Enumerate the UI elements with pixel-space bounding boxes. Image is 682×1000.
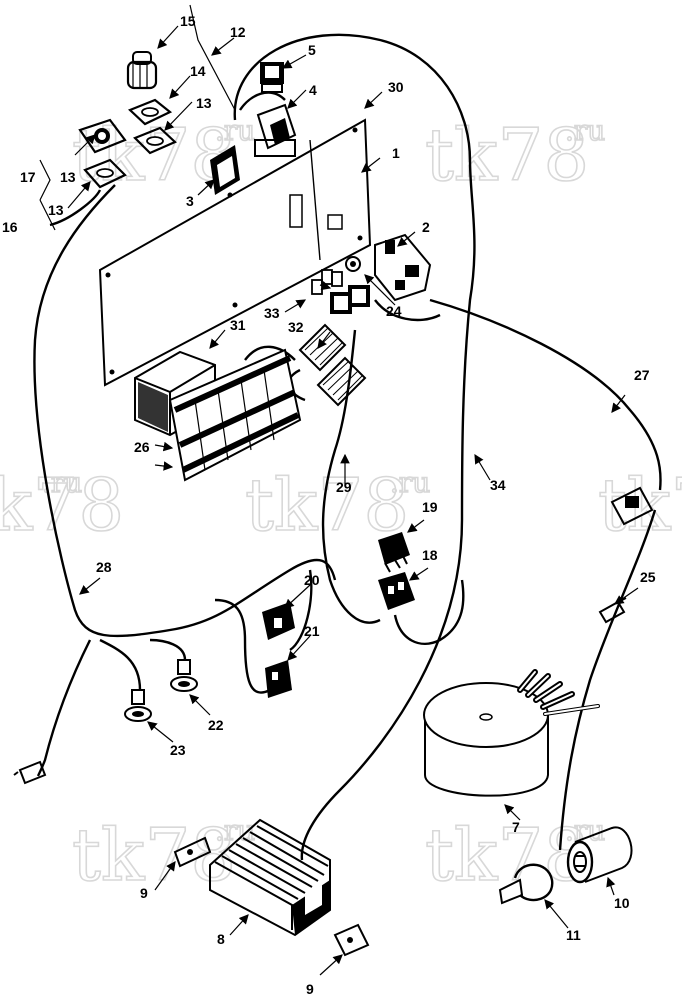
label-13-left: 13 <box>60 169 76 185</box>
toroidal-transformer-7 <box>423 669 600 797</box>
capacitor-bank-26 <box>168 348 302 482</box>
wire-2-loop <box>374 299 441 322</box>
label-30: 30 <box>388 79 404 95</box>
relay-block <box>330 285 370 314</box>
connector-27 <box>610 486 654 526</box>
capacitor-clamp-11 <box>498 863 554 905</box>
label-25: 25 <box>640 569 656 585</box>
wire-30 <box>233 33 476 861</box>
label-13-top: 13 <box>196 95 212 111</box>
watermark-text: tk78 <box>72 813 236 897</box>
wire-29 <box>321 329 381 624</box>
label-1: 1 <box>392 145 400 161</box>
switch-5 <box>260 62 284 93</box>
rocker-switch-3 <box>210 145 240 195</box>
gasket-13 <box>133 126 177 155</box>
label-12: 12 <box>230 24 246 40</box>
leader-lines <box>67 25 639 976</box>
socket-21 <box>265 660 292 698</box>
capacitor-10 <box>566 826 633 884</box>
label-8: 8 <box>217 931 225 947</box>
watermark-text: tk78 <box>245 463 409 547</box>
wires <box>33 33 662 861</box>
knob-15 <box>126 51 158 90</box>
plug-terminal <box>13 760 47 785</box>
label-27: 27 <box>634 367 650 383</box>
watermark-suffix: .ru <box>565 114 605 147</box>
wire-to-23 <box>99 638 142 691</box>
watermark-group: tk78 .ru tk78 .ru tk78 .ru tk78 .ru tk78… <box>0 112 682 898</box>
wire-21-return <box>289 569 313 651</box>
label-4: 4 <box>309 82 317 98</box>
label-23: 23 <box>170 742 186 758</box>
label-17: 17 <box>20 169 36 185</box>
relay-socket-18 <box>378 572 415 610</box>
cable-gland-22 <box>170 659 198 692</box>
transformer-block-31 <box>134 350 216 437</box>
label-16: 16 <box>2 219 18 235</box>
wire-20-21 <box>214 598 271 694</box>
label-20: 20 <box>304 572 320 588</box>
label-31: 31 <box>230 317 246 333</box>
label-10: 10 <box>614 895 630 911</box>
fuse-holder-24 <box>345 256 361 272</box>
label-32: 32 <box>288 319 304 335</box>
wire-left-down <box>36 639 92 777</box>
label-21: 21 <box>304 623 320 639</box>
label-22: 22 <box>208 717 224 733</box>
switch-housing-4 <box>254 103 297 157</box>
label-5: 5 <box>308 42 316 58</box>
wire-28 <box>33 184 337 638</box>
label-19: 19 <box>422 499 438 515</box>
relay-19 <box>378 532 410 573</box>
label-7: 7 <box>512 819 520 835</box>
label-33: 33 <box>264 305 280 321</box>
wire-18 <box>393 579 465 645</box>
wire-27 <box>429 298 662 491</box>
label-9-bottom: 9 <box>306 981 314 997</box>
label-11: 11 <box>566 927 581 943</box>
label-26: 26 <box>134 439 150 455</box>
watermark-suffix: .ru <box>390 466 430 499</box>
relay-20 <box>262 602 295 640</box>
heatsink-8 <box>209 818 331 937</box>
label-2: 2 <box>422 219 430 235</box>
wire-to-10 <box>558 509 657 851</box>
breaker-2 <box>374 233 432 302</box>
bracket-9-bottom <box>333 923 370 957</box>
label-13-bottom: 13 <box>48 202 64 218</box>
connector-17 <box>78 118 127 189</box>
wire-battery <box>244 345 296 361</box>
part-labels: 1 2 3 4 5 7 8 9 9 10 11 12 13 13 13 14 1… <box>2 13 656 997</box>
label-28: 28 <box>96 559 112 575</box>
bracket-9-top <box>173 836 212 868</box>
label-9-top: 9 <box>140 885 148 901</box>
watermark-text: tk78 <box>425 113 589 197</box>
label-29: 29 <box>336 479 352 495</box>
label-15: 15 <box>180 13 196 29</box>
wire-16 <box>49 189 102 227</box>
cable-gland-23 <box>124 689 152 722</box>
label-18: 18 <box>422 547 438 563</box>
watermark-text: tk78 <box>0 463 124 547</box>
label-3: 3 <box>186 193 194 209</box>
wire-to-22 <box>149 638 187 661</box>
clip-25 <box>598 597 627 624</box>
watermark-text: tk78 <box>598 463 682 547</box>
label-24: 24 <box>386 303 402 319</box>
brace-16-17 <box>39 159 56 231</box>
control-panel-1 <box>98 118 372 387</box>
gasket-14 <box>127 98 173 126</box>
label-14: 14 <box>190 63 206 79</box>
watermark-suffix: .ru <box>565 814 605 847</box>
wire-loop-top <box>239 91 286 111</box>
brace-12-13 <box>189 4 236 111</box>
label-34: 34 <box>490 477 506 493</box>
